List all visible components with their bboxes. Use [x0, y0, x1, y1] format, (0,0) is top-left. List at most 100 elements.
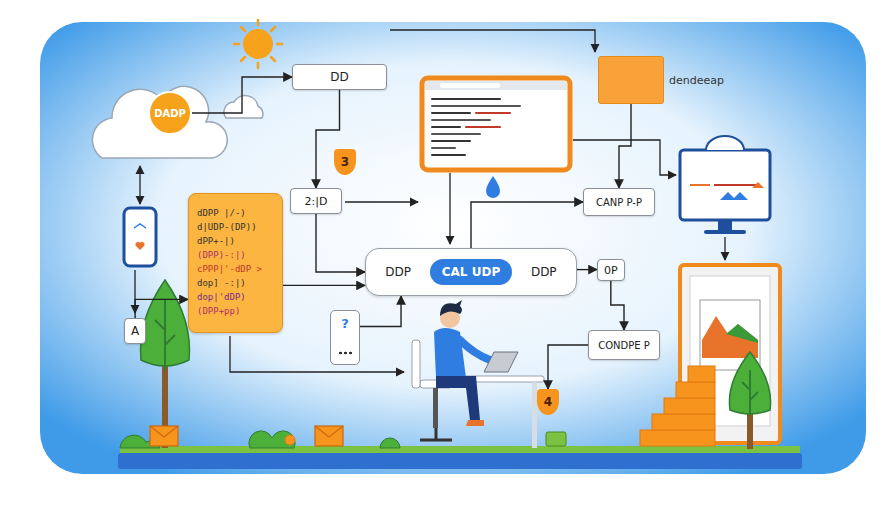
bushes-part [249, 431, 295, 448]
stairs [640, 366, 715, 446]
person-at-desk-part [434, 328, 466, 378]
leader-lines-part [139, 166, 140, 204]
cloud [92, 86, 262, 158]
leader-lines-part [390, 30, 595, 52]
envelopes-part [315, 426, 343, 437]
background-panel-part [120, 446, 800, 454]
green-box-part [546, 432, 566, 446]
code-window-part [432, 99, 520, 155]
connector-arrow [283, 285, 365, 286]
node-label: DDP [531, 265, 557, 279]
node-label: dendeeap [669, 74, 724, 87]
leader-lines [135, 30, 725, 372]
connector-arrow [135, 299, 188, 318]
process-box: DD [292, 64, 387, 90]
background-panel [40, 22, 866, 474]
node-label: 2:|D [305, 195, 328, 208]
process-box: CONDPE P [588, 330, 660, 360]
code-window-part-part [432, 119, 490, 121]
callout-number: 4 [537, 389, 559, 415]
node-label: CONDPE P [598, 340, 650, 351]
connector-arrow [619, 104, 631, 188]
stairs-part [652, 414, 715, 430]
connector-arrow [577, 269, 597, 270]
stairs-part [664, 398, 715, 414]
connector-arrow [192, 77, 292, 113]
node-label: 4 [544, 395, 552, 409]
sun-part-part [271, 27, 275, 31]
person-at-desk-part [420, 428, 452, 440]
process-box: 0P [597, 259, 625, 281]
sun-part-part [277, 43, 282, 46]
code-window [422, 78, 570, 170]
person-at-desk-part [412, 340, 420, 388]
connector-arrow [548, 345, 588, 389]
process-box: DDPDDPCAL UDP [365, 248, 577, 296]
stairs-part [688, 366, 715, 382]
tree-left [141, 280, 190, 448]
process-box: A [124, 318, 146, 344]
cloud-part [224, 96, 263, 118]
connector-arrow [611, 281, 624, 330]
sun-part-part [257, 20, 260, 25]
code-window-part [425, 81, 567, 90]
sun-part [243, 29, 273, 59]
connector-arrow [316, 214, 365, 272]
leader-lines-part [573, 140, 676, 175]
monitor-part [706, 136, 744, 150]
water-drop [486, 176, 500, 198]
person-at-desk-part [460, 340, 490, 360]
connector-arrow [316, 90, 340, 188]
code-line: cPPP|'-dDP > [197, 263, 262, 277]
code-window-part-part [432, 140, 470, 142]
envelopes [150, 426, 343, 446]
code-window-part-part [432, 147, 455, 149]
code-bubble: dDPP |/-)d|UDP-(DP))dPP+-|)(DPP)-:|)cPPP… [188, 193, 283, 333]
envelopes-part [150, 426, 178, 437]
code-line: dDPP |/-) [197, 207, 246, 221]
node-label: 3 [341, 155, 349, 169]
stairs-part [676, 382, 715, 398]
leader-lines-part [724, 237, 725, 260]
process-box: 2:|D [290, 188, 342, 214]
phone-part [134, 224, 146, 228]
sun-part-part [257, 63, 260, 68]
green-box [546, 432, 566, 446]
code-window-part-part [432, 112, 470, 114]
code-line: d|UDP-(DP)) [197, 221, 257, 235]
code-line: dop] -:|) [197, 277, 246, 291]
node-label: ? [341, 316, 349, 331]
monitor-part [704, 230, 746, 234]
code-window-part-part [466, 126, 500, 128]
bushes-part [380, 438, 400, 448]
tree-right-part [729, 352, 770, 414]
stairs-part [640, 430, 715, 446]
code-window-part-part [432, 105, 520, 107]
person-at-desk-part [436, 376, 480, 420]
person-at-desk-part [440, 300, 462, 316]
sun-part-part [271, 57, 275, 61]
orange-box: dendeeap [598, 56, 664, 104]
monitor-part [752, 182, 764, 188]
phone-part [124, 208, 156, 266]
code-line: dPP+-|) [197, 235, 235, 249]
code-window-part-part [476, 112, 510, 114]
tree-right [729, 352, 770, 449]
envelopes-part [150, 426, 178, 446]
tree-left-part [155, 300, 175, 370]
code-window-part [422, 78, 570, 170]
leader-lines-part [230, 336, 404, 372]
node-label: 0P [604, 264, 618, 277]
envelopes-part [315, 426, 343, 446]
sun-part-part [241, 27, 245, 31]
sun-part [234, 20, 282, 68]
sun-part-part [234, 43, 239, 46]
monitor-part [680, 150, 770, 220]
monitor-part [714, 184, 760, 186]
water-drop-part [486, 176, 500, 198]
code-window-part-part [432, 126, 460, 128]
monitor-part [718, 220, 732, 230]
process-box: CANP P-P [583, 188, 655, 216]
code-window-part-part [432, 154, 465, 156]
background-panel-part [40, 22, 866, 474]
